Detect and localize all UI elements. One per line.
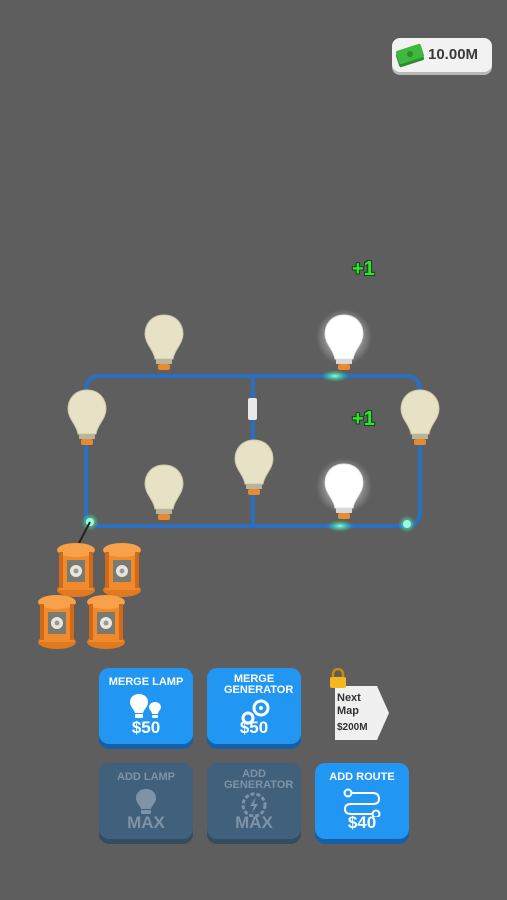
next-map-arrow: [335, 686, 389, 740]
generator-wire: [77, 521, 91, 546]
merge-generator-label: MERGE GENERATOR: [224, 673, 294, 696]
add-route-price: $40: [347, 813, 377, 832]
add-lamp-price: MAX: [127, 813, 165, 832]
bulbs-icon: [130, 694, 161, 718]
money-counter: 10.00M: [392, 38, 492, 72]
money-amount: 10.00M: [428, 46, 479, 63]
merge-lamp-button[interactable]: MERGE LAMP $50: [99, 668, 193, 744]
add-generator-label: ADD GENERATOR: [224, 768, 294, 791]
merge-generator-price: $50: [239, 718, 269, 737]
merge-lamp-label: MERGE LAMP: [108, 676, 184, 688]
add-lamp-button[interactable]: ADD LAMP MAX: [99, 763, 193, 839]
next-map-cost: $200M: [337, 722, 368, 733]
cash-stack-icon: [395, 43, 425, 68]
lamp-bulb[interactable]: [144, 314, 184, 371]
generator[interactable]: [103, 543, 141, 597]
lamp-bulb[interactable]: [234, 439, 274, 496]
add-generator-button[interactable]: ADD GENERATOR MAX: [207, 763, 301, 839]
bulb-icon: [136, 789, 156, 814]
add-route-label: ADD ROUTE: [329, 771, 395, 783]
wire-switch[interactable]: [248, 398, 257, 420]
lamp-bulb[interactable]: [144, 464, 184, 521]
generator[interactable]: [38, 595, 76, 649]
lamp-bulb[interactable]: [400, 389, 440, 446]
power-gear-icon: [241, 792, 267, 818]
merge-lamp-price: $50: [131, 718, 161, 737]
route-icon: [343, 788, 381, 817]
next-map-button[interactable]: Next Map $200M: [330, 668, 391, 740]
lamp-bulb[interactable]: [67, 389, 107, 446]
reward-popup: +1: [352, 258, 375, 280]
reward-popup: +1: [352, 408, 375, 430]
generator[interactable]: [57, 543, 95, 597]
add-lamp-label: ADD LAMP: [116, 771, 176, 783]
add-route-button[interactable]: ADD ROUTE $40: [315, 763, 409, 839]
generator[interactable]: [87, 595, 125, 649]
lamp-bulb-lit[interactable]: [315, 308, 373, 371]
add-generator-price: MAX: [235, 813, 273, 832]
next-map-label: Next Map: [337, 692, 361, 717]
lamp-bulb-lit[interactable]: [315, 457, 373, 520]
merge-generator-button[interactable]: MERGE GENERATOR $50: [207, 668, 301, 744]
lock-icon: [330, 668, 346, 688]
gears-icon: [241, 699, 270, 725]
